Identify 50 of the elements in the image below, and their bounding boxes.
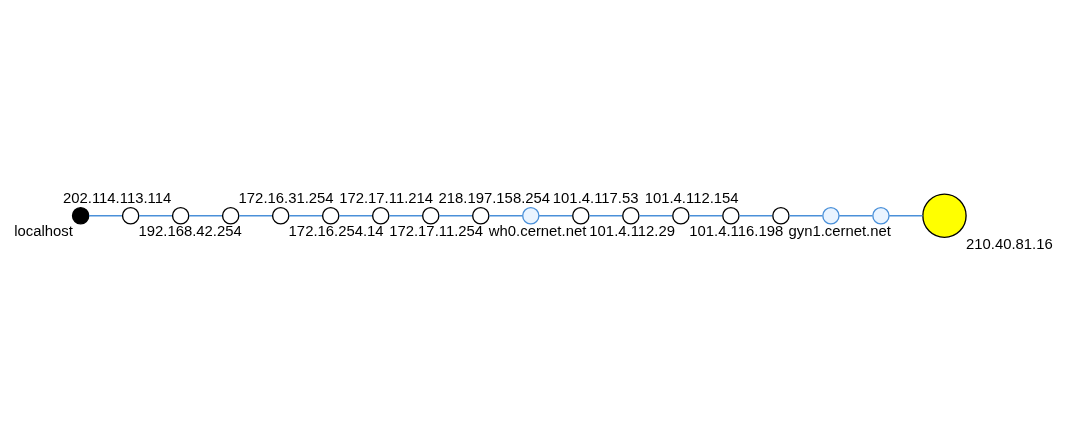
node-circle — [371, 206, 390, 225]
node-label: 172.16.254.14 — [288, 222, 384, 239]
node-label: 101.4.112.154 — [644, 189, 739, 206]
connector — [588, 214, 623, 217]
connector — [888, 214, 924, 217]
node-circle — [421, 206, 440, 225]
node-label: 172.17.11.254 — [389, 222, 484, 239]
connector — [288, 214, 323, 217]
node-label: 101.4.116.198 — [689, 222, 784, 239]
connector — [738, 214, 773, 217]
node-label: 101.4.117.53 — [552, 189, 639, 206]
node-circle — [472, 206, 490, 225]
node-label: wh0.cernet.net — [488, 222, 587, 239]
node-circle — [121, 206, 140, 225]
node-label: 192.168.42.254 — [138, 222, 242, 239]
connector — [188, 214, 223, 217]
node-circle — [772, 206, 790, 225]
connector — [88, 214, 123, 217]
node-circle — [822, 206, 840, 225]
connector — [388, 214, 423, 217]
node-label: 202.114.113.114 — [63, 189, 172, 206]
node-circle — [321, 206, 340, 225]
connector — [488, 214, 523, 217]
connector — [138, 214, 173, 217]
connector — [338, 214, 373, 217]
node-label: localhost — [14, 222, 73, 239]
node-circle — [522, 206, 540, 225]
node-circle — [71, 206, 90, 225]
connector — [238, 214, 273, 217]
node-circle — [221, 206, 240, 225]
node-label: 101.4.112.29 — [589, 222, 676, 239]
node-circle — [922, 192, 967, 238]
node-label: 172.16.31.254 — [238, 189, 334, 206]
connector — [688, 214, 723, 217]
node-circle — [672, 206, 690, 225]
node-label: 210.40.81.16 — [965, 235, 1053, 252]
node-circle — [271, 206, 290, 225]
connector — [638, 214, 673, 217]
node-circle — [622, 206, 640, 225]
node-circle — [572, 206, 590, 225]
connector — [788, 214, 824, 217]
node-circle — [171, 206, 190, 225]
node-circle — [872, 206, 890, 225]
node-label: gyn1.cernet.net — [788, 222, 891, 239]
node-label: 218.197.158.254 — [438, 189, 551, 206]
node-label: 172.17.11.214 — [339, 189, 434, 206]
connector — [538, 214, 573, 217]
connector — [438, 214, 473, 217]
connector — [838, 214, 874, 217]
node-circle — [722, 206, 740, 225]
